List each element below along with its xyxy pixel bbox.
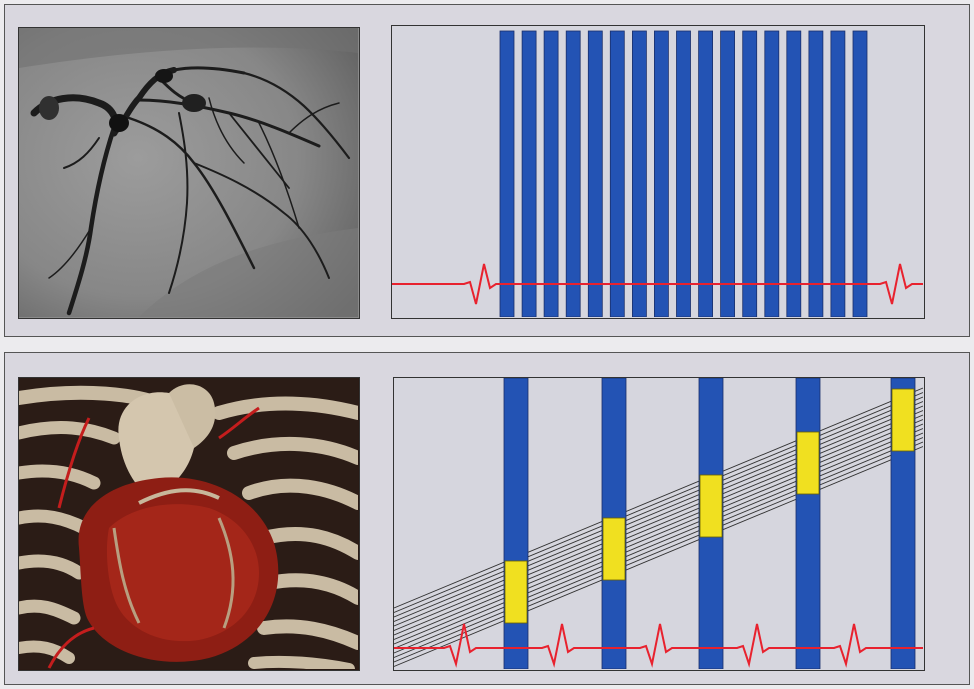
acquisition-bar: [743, 31, 757, 317]
acquisition-bar: [566, 31, 580, 317]
acquisition-bar: [632, 31, 646, 317]
acquisition-bar: [610, 31, 624, 317]
bottom-panel: [4, 352, 970, 685]
prospective-triggering-diagram: [393, 377, 925, 671]
acquisition-window: [505, 561, 527, 623]
acquisition-bar: [504, 378, 528, 669]
ecg-trace: [394, 624, 923, 664]
helix-line: [394, 393, 923, 613]
acquisition-bar: [796, 378, 820, 669]
acquisition-bar: [522, 31, 536, 317]
acquisition-bar: [853, 31, 867, 317]
acquisition-bar: [721, 31, 735, 317]
acquisition-bar: [544, 31, 558, 317]
helix-line: [394, 397, 923, 617]
acquisition-window: [892, 389, 914, 451]
acquisition-bar: [765, 31, 779, 317]
helix-line: [394, 402, 923, 622]
acquisition-window: [603, 518, 625, 580]
helix-line: [394, 406, 923, 626]
top-panel: [4, 4, 970, 337]
acquisition-bar: [677, 31, 691, 317]
helix-line: [394, 433, 923, 653]
acquisition-window: [797, 432, 819, 494]
helix-line: [394, 424, 923, 644]
acquisition-bar: [787, 31, 801, 317]
helix-line: [394, 411, 923, 631]
helix-line: [394, 429, 923, 649]
acquisition-bar: [588, 31, 602, 317]
helix-line: [394, 388, 923, 608]
acquisition-bar: [500, 31, 514, 317]
helix-line: [394, 438, 923, 658]
acquisition-bar: [654, 31, 668, 317]
acquisition-bar: [699, 31, 713, 317]
helix-line: [394, 415, 923, 635]
volume-rendered-heart-image: [18, 377, 360, 671]
acquisition-bar: [809, 31, 823, 317]
retrospective-gating-diagram: [391, 25, 925, 319]
acquisition-window: [700, 475, 722, 537]
helix-line: [394, 420, 923, 640]
coronary-angiogram-image: [18, 27, 360, 319]
acquisition-bar: [831, 31, 845, 317]
